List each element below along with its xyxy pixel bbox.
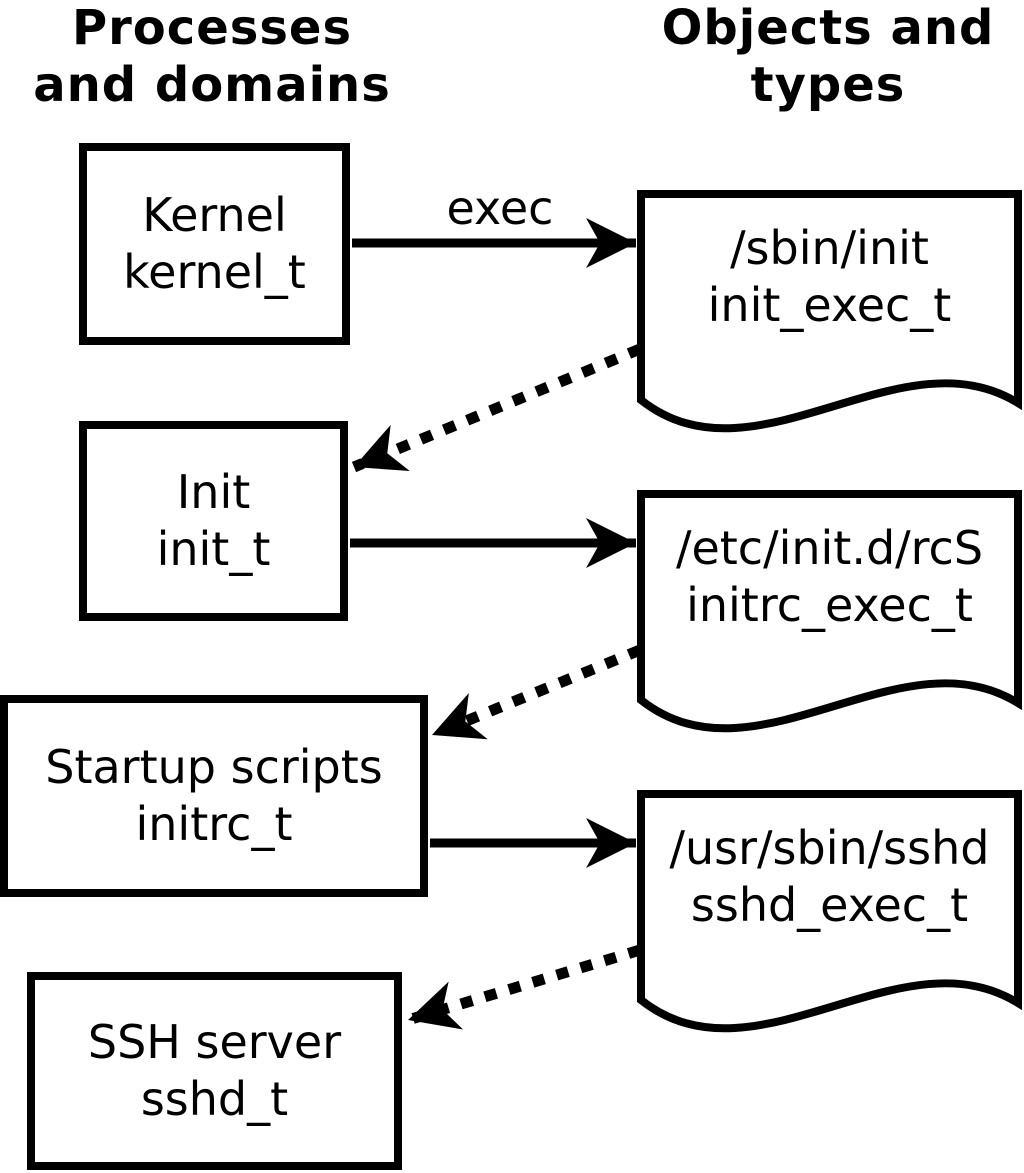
object-path: /usr/sbin/sshd — [669, 821, 990, 875]
heading-right-line2: types — [750, 57, 906, 113]
object-node-etc-initd-rcs: /etc/init.d/rcS initrc_exec_t — [637, 520, 1022, 634]
object-node-sbin-init: /sbin/init init_exec_t — [637, 220, 1022, 334]
heading-left-line2: and domains — [33, 57, 391, 113]
document-shape-sbin-init — [637, 190, 1022, 433]
object-type: init_exec_t — [707, 278, 952, 332]
process-node-ssh-server: SSH server sshd_t — [27, 972, 402, 1170]
process-label: Init — [176, 465, 251, 519]
object-type: sshd_exec_t — [690, 878, 969, 932]
process-label: Kernel — [142, 188, 287, 242]
heading-right-line1: Objects and — [661, 0, 995, 56]
transition-arrow-sbin-init-to-init — [351, 343, 643, 473]
process-node-init: Init init_t — [79, 421, 348, 621]
object-path: /sbin/init — [730, 221, 929, 275]
process-label: SSH server — [87, 1015, 342, 1069]
heading-objects-and-types: Objects and types — [632, 0, 1024, 114]
process-node-startup-scripts: Startup scripts initrc_t — [0, 695, 428, 897]
exec-edge-label: exec — [446, 181, 554, 235]
transition-arrow-sshd-to-sshserver — [406, 944, 642, 1030]
heading-processes-and-domains: Processes and domains — [0, 0, 424, 114]
document-shape-etc-initd-rcs — [637, 490, 1022, 733]
process-label: Startup scripts — [45, 740, 383, 794]
object-type: initrc_exec_t — [686, 578, 973, 632]
document-shape-usr-sbin-sshd — [637, 790, 1022, 1033]
process-domain-type: sshd_t — [140, 1072, 289, 1126]
heading-left-line1: Processes — [71, 0, 353, 56]
object-path: /etc/init.d/rcS — [675, 521, 984, 575]
process-domain-type: init_t — [156, 522, 271, 576]
process-domain-type: initrc_t — [135, 797, 293, 851]
transition-arrow-rcs-to-startup — [429, 644, 643, 741]
process-domain-type: kernel_t — [123, 245, 306, 299]
object-node-usr-sbin-sshd: /usr/sbin/sshd sshd_exec_t — [637, 820, 1022, 934]
process-node-kernel: Kernel kernel_t — [79, 143, 350, 345]
